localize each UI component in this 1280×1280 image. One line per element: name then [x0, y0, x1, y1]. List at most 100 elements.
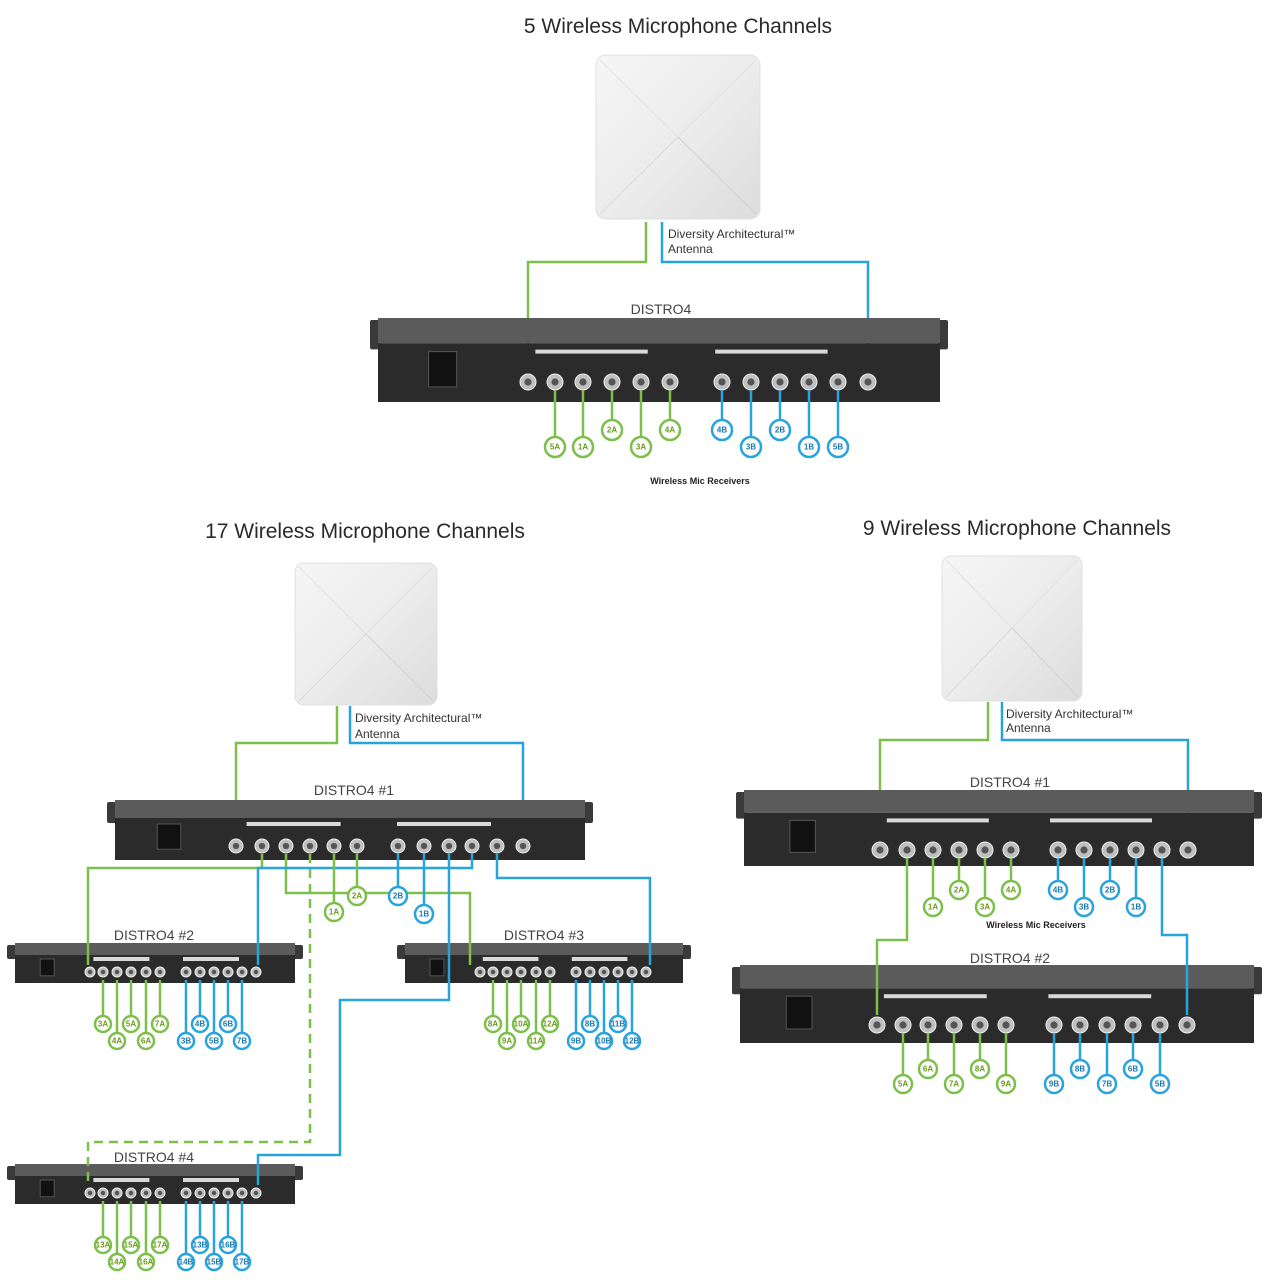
receiver-input-1B — [413, 903, 435, 925]
bnc-connector-pin — [143, 1190, 149, 1196]
antenna-label-5ch-1: Diversity Architectural™ — [668, 227, 795, 241]
bnc-connector-pin — [718, 378, 726, 386]
receiver-label-10B: 10B — [597, 1037, 612, 1046]
bnc-connector-pin — [394, 842, 402, 850]
bnc-connector-pin — [864, 378, 872, 386]
bnc-connector-pin — [587, 969, 593, 975]
output-panel-label-a — [93, 1178, 150, 1182]
receiver-input-7A — [943, 1073, 965, 1095]
bnc-connector-pin — [903, 846, 911, 854]
bnc-connector-pin — [114, 969, 120, 975]
bnc-connector-pin — [608, 378, 616, 386]
receiver-input-15A — [121, 1235, 141, 1255]
receiver-input-15B — [204, 1252, 224, 1272]
power-inlet — [429, 958, 445, 977]
receiver-label-4A: 4A — [1006, 886, 1016, 895]
receiver-input-1B — [1125, 896, 1147, 918]
receiver-label-16A: 16A — [139, 1258, 154, 1267]
receiver-input-3A — [629, 435, 653, 459]
bnc-connector-pin — [519, 842, 527, 850]
bnc-connector-pin — [629, 969, 635, 975]
receiver-label-14B: 14B — [179, 1258, 194, 1267]
antenna-5ch — [595, 54, 761, 220]
receiver-label-13A: 13A — [96, 1241, 111, 1250]
receiver-label-14A: 14A — [110, 1258, 125, 1267]
output-panel-label-b — [1048, 994, 1152, 999]
receiver-input-4A — [107, 1031, 127, 1051]
receiver-label-16B: 16B — [221, 1241, 236, 1250]
receiver-input-11A — [526, 1031, 546, 1051]
receiver-input-3A — [974, 896, 996, 918]
bnc-connector-pin — [258, 842, 266, 850]
bnc-connector-pin — [100, 969, 106, 975]
bnc-connector-pin — [533, 969, 539, 975]
receiver-input-14B — [176, 1252, 196, 1272]
rack-top — [15, 1164, 295, 1176]
receiver-input-2A — [346, 885, 368, 907]
receiver-input-3B — [176, 1031, 196, 1051]
bnc-connector-pin — [805, 378, 813, 386]
bnc-connector-pin — [143, 969, 149, 975]
receiver-input-5A — [892, 1073, 914, 1095]
receiver-label-2B: 2B — [1105, 886, 1115, 895]
receiver-input-14A — [107, 1252, 127, 1272]
cable — [256, 854, 474, 965]
rack-label-17ch-2: DISTRO4 #2 — [114, 927, 194, 943]
rack-body — [15, 1176, 295, 1204]
rack-label-17ch-4: DISTRO4 #4 — [114, 1149, 194, 1165]
cable — [875, 858, 909, 1015]
bnc-connector-pin — [183, 1190, 189, 1196]
bnc-connector-pin — [924, 1021, 932, 1029]
bnc-connector-pin — [776, 378, 784, 386]
receiver-input-4A — [1000, 879, 1022, 901]
receiver-input-2B — [768, 418, 792, 442]
receiver-input-7B — [232, 1031, 252, 1051]
bnc-connector-pin — [1183, 1021, 1191, 1029]
bnc-connector-pin — [1184, 846, 1192, 854]
bnc-connector-pin — [1103, 1021, 1111, 1029]
receiver-label-9B: 9B — [1049, 1080, 1059, 1089]
bnc-connector-pin — [1156, 1021, 1164, 1029]
receiver-label-6B: 6B — [223, 1020, 233, 1029]
receiver-input-6B — [1122, 1058, 1144, 1080]
bnc-connector-pin — [643, 969, 649, 975]
cable — [86, 854, 264, 965]
rack-ear — [107, 802, 117, 823]
receiver-input-1A — [323, 901, 345, 923]
receiver-label-7B: 7B — [237, 1037, 247, 1046]
output-panel-label-b — [571, 957, 628, 961]
receiver-input-13B — [190, 1235, 210, 1255]
bnc-connector-pin — [1106, 846, 1114, 854]
section-title-17ch: 17 Wireless Microphone Channels — [205, 520, 525, 543]
receiver-input-9B — [566, 1031, 586, 1051]
receiver-input-9A — [497, 1031, 517, 1051]
bnc-connector-pin — [211, 969, 217, 975]
rack-body — [405, 955, 683, 983]
receiver-input-17A — [150, 1235, 170, 1255]
bnc-connector-pin — [1076, 1021, 1084, 1029]
receiver-label-5B: 5B — [833, 443, 843, 452]
bnc-connector-pin — [666, 378, 674, 386]
receiver-input-2A — [600, 418, 624, 442]
power-inlet — [428, 351, 458, 388]
receiver-label-8B: 8B — [585, 1020, 595, 1029]
receiver-label-12A: 12A — [543, 1020, 558, 1029]
bnc-connector-pin — [477, 969, 483, 975]
receiver-label-1A: 1A — [928, 903, 938, 912]
rack-top — [740, 965, 1254, 989]
receiver-input-3A — [93, 1014, 113, 1034]
bnc-connector-pin — [253, 969, 259, 975]
receiver-label-2B: 2B — [775, 426, 785, 435]
cable — [256, 854, 451, 1185]
bnc-connector-pin — [225, 1190, 231, 1196]
bnc-connector-pin — [929, 846, 937, 854]
rack-body — [15, 955, 295, 983]
power-inlet — [785, 995, 813, 1030]
cable — [86, 854, 312, 1185]
receiver-input-7B — [1096, 1073, 1118, 1095]
receiver-input-1B — [797, 435, 821, 459]
receivers-label-9ch: Wireless Mic Receivers — [986, 920, 1085, 930]
antenna-label-17ch-2: Antenna — [355, 727, 400, 741]
receiver-label-4A: 4A — [665, 426, 675, 435]
receiver-label-17A: 17A — [153, 1241, 168, 1250]
